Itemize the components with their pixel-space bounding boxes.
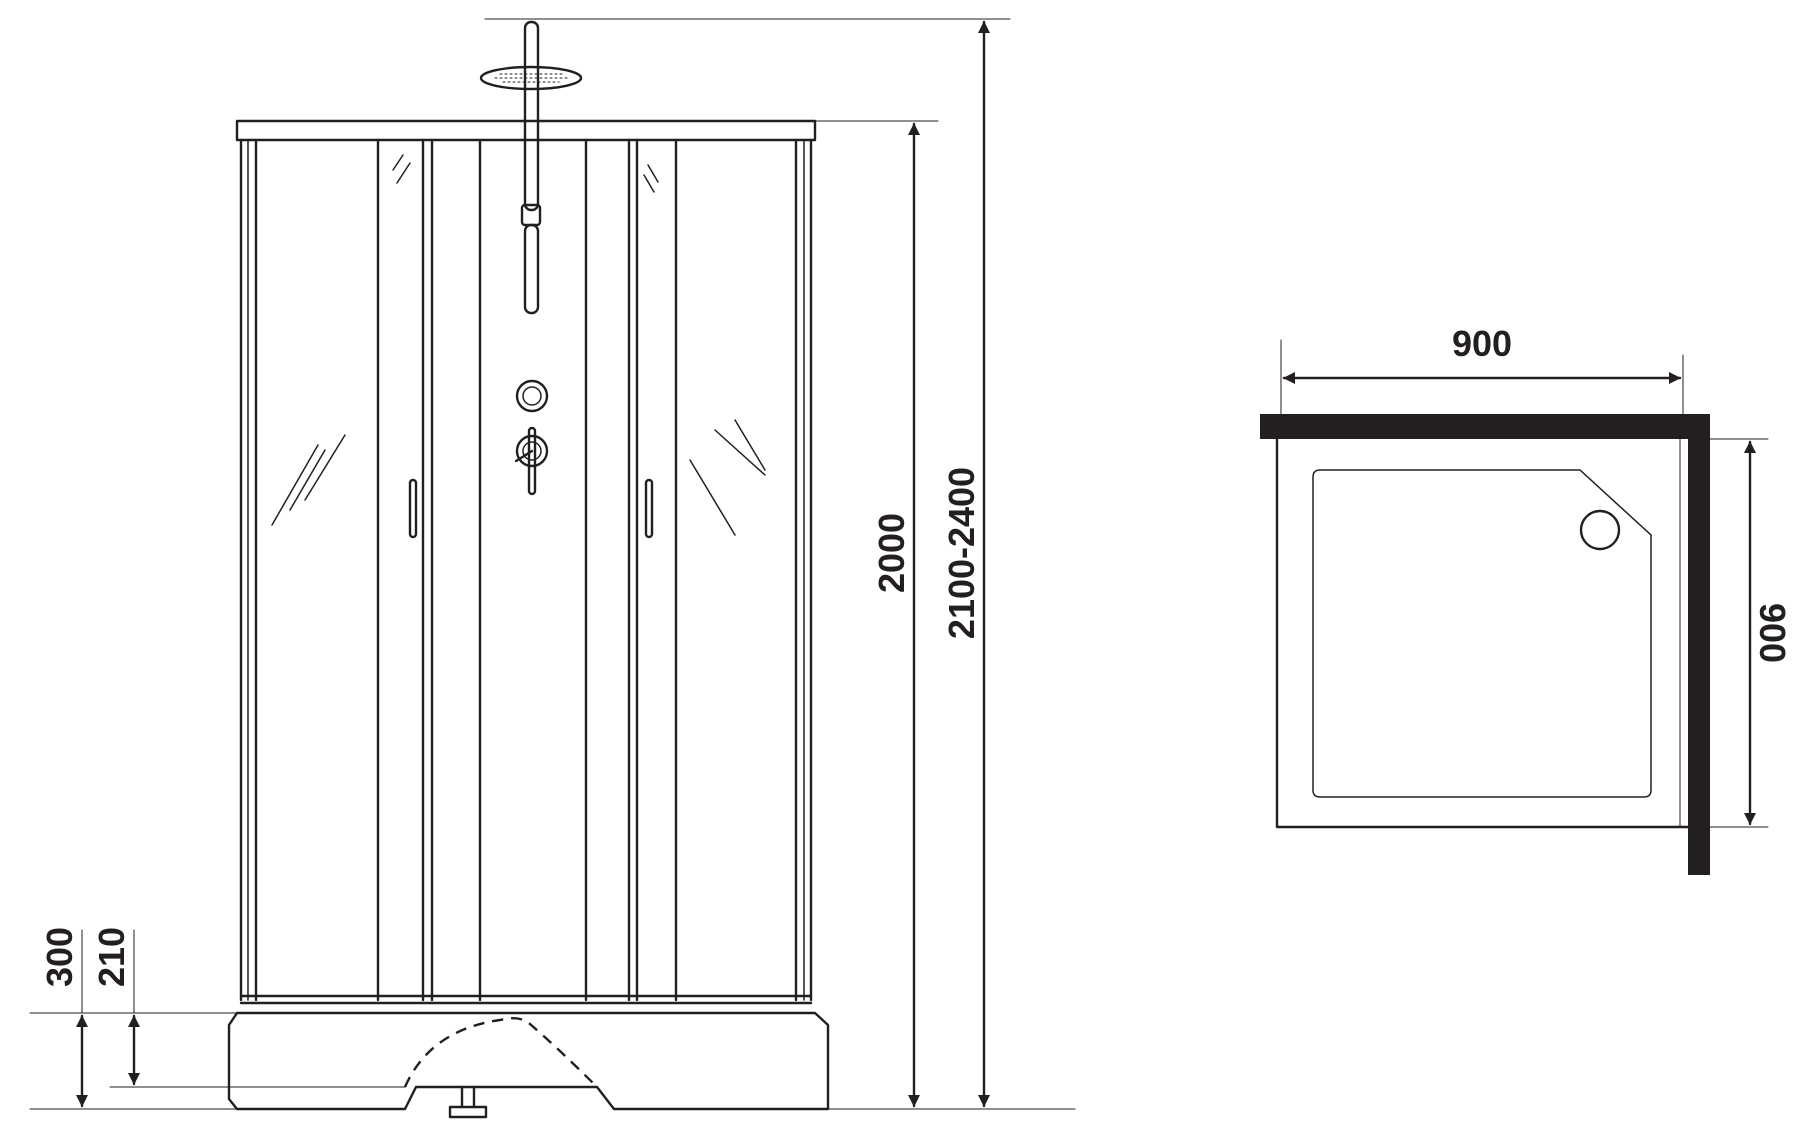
left-fixed-glass <box>271 138 380 1002</box>
dimension-cabin-height: 2000 <box>871 122 920 1108</box>
cabin-side-frames <box>239 138 813 1002</box>
back-wall-panel <box>478 138 588 1002</box>
shower-control-knob <box>515 379 549 413</box>
side-wall <box>1688 439 1710 875</box>
overhead-shower <box>479 20 583 315</box>
right-door-handle <box>644 478 654 539</box>
front-extension-lines <box>29 18 1076 1110</box>
dimension-total-height: 2100-2400 <box>941 20 990 1108</box>
dimension-depth: 900 <box>1679 438 1793 828</box>
left-sliding-door <box>392 138 434 1002</box>
top-view: 900 900 <box>1260 323 1793 875</box>
cabin-height-label: 2000 <box>871 513 912 593</box>
tray-height-label: 300 <box>39 927 80 987</box>
bottom-track <box>239 994 813 1005</box>
drain-hole <box>1579 509 1621 551</box>
cabin-top-frame <box>235 119 817 142</box>
dimension-width: 900 <box>1280 323 1684 415</box>
walls <box>1260 414 1710 875</box>
total-height-label: 2100-2400 <box>941 467 982 639</box>
dimension-inner-height: 210 <box>91 927 140 1086</box>
mixer-lever <box>514 426 549 496</box>
shower-tray <box>227 1011 830 1119</box>
depth-label: 900 <box>1752 603 1793 663</box>
dimension-tray-height: 300 <box>39 927 88 1108</box>
tray-drain-foot <box>448 1085 488 1119</box>
right-fixed-glass <box>674 138 766 1002</box>
back-wall <box>1260 414 1710 439</box>
right-sliding-door <box>627 138 659 1002</box>
inner-height-label: 210 <box>91 927 132 987</box>
front-view: 2100-2400 2000 300 210 <box>29 18 1076 1119</box>
tray-outline <box>1275 437 1690 829</box>
left-door-handle <box>408 478 418 539</box>
width-label: 900 <box>1452 323 1512 364</box>
